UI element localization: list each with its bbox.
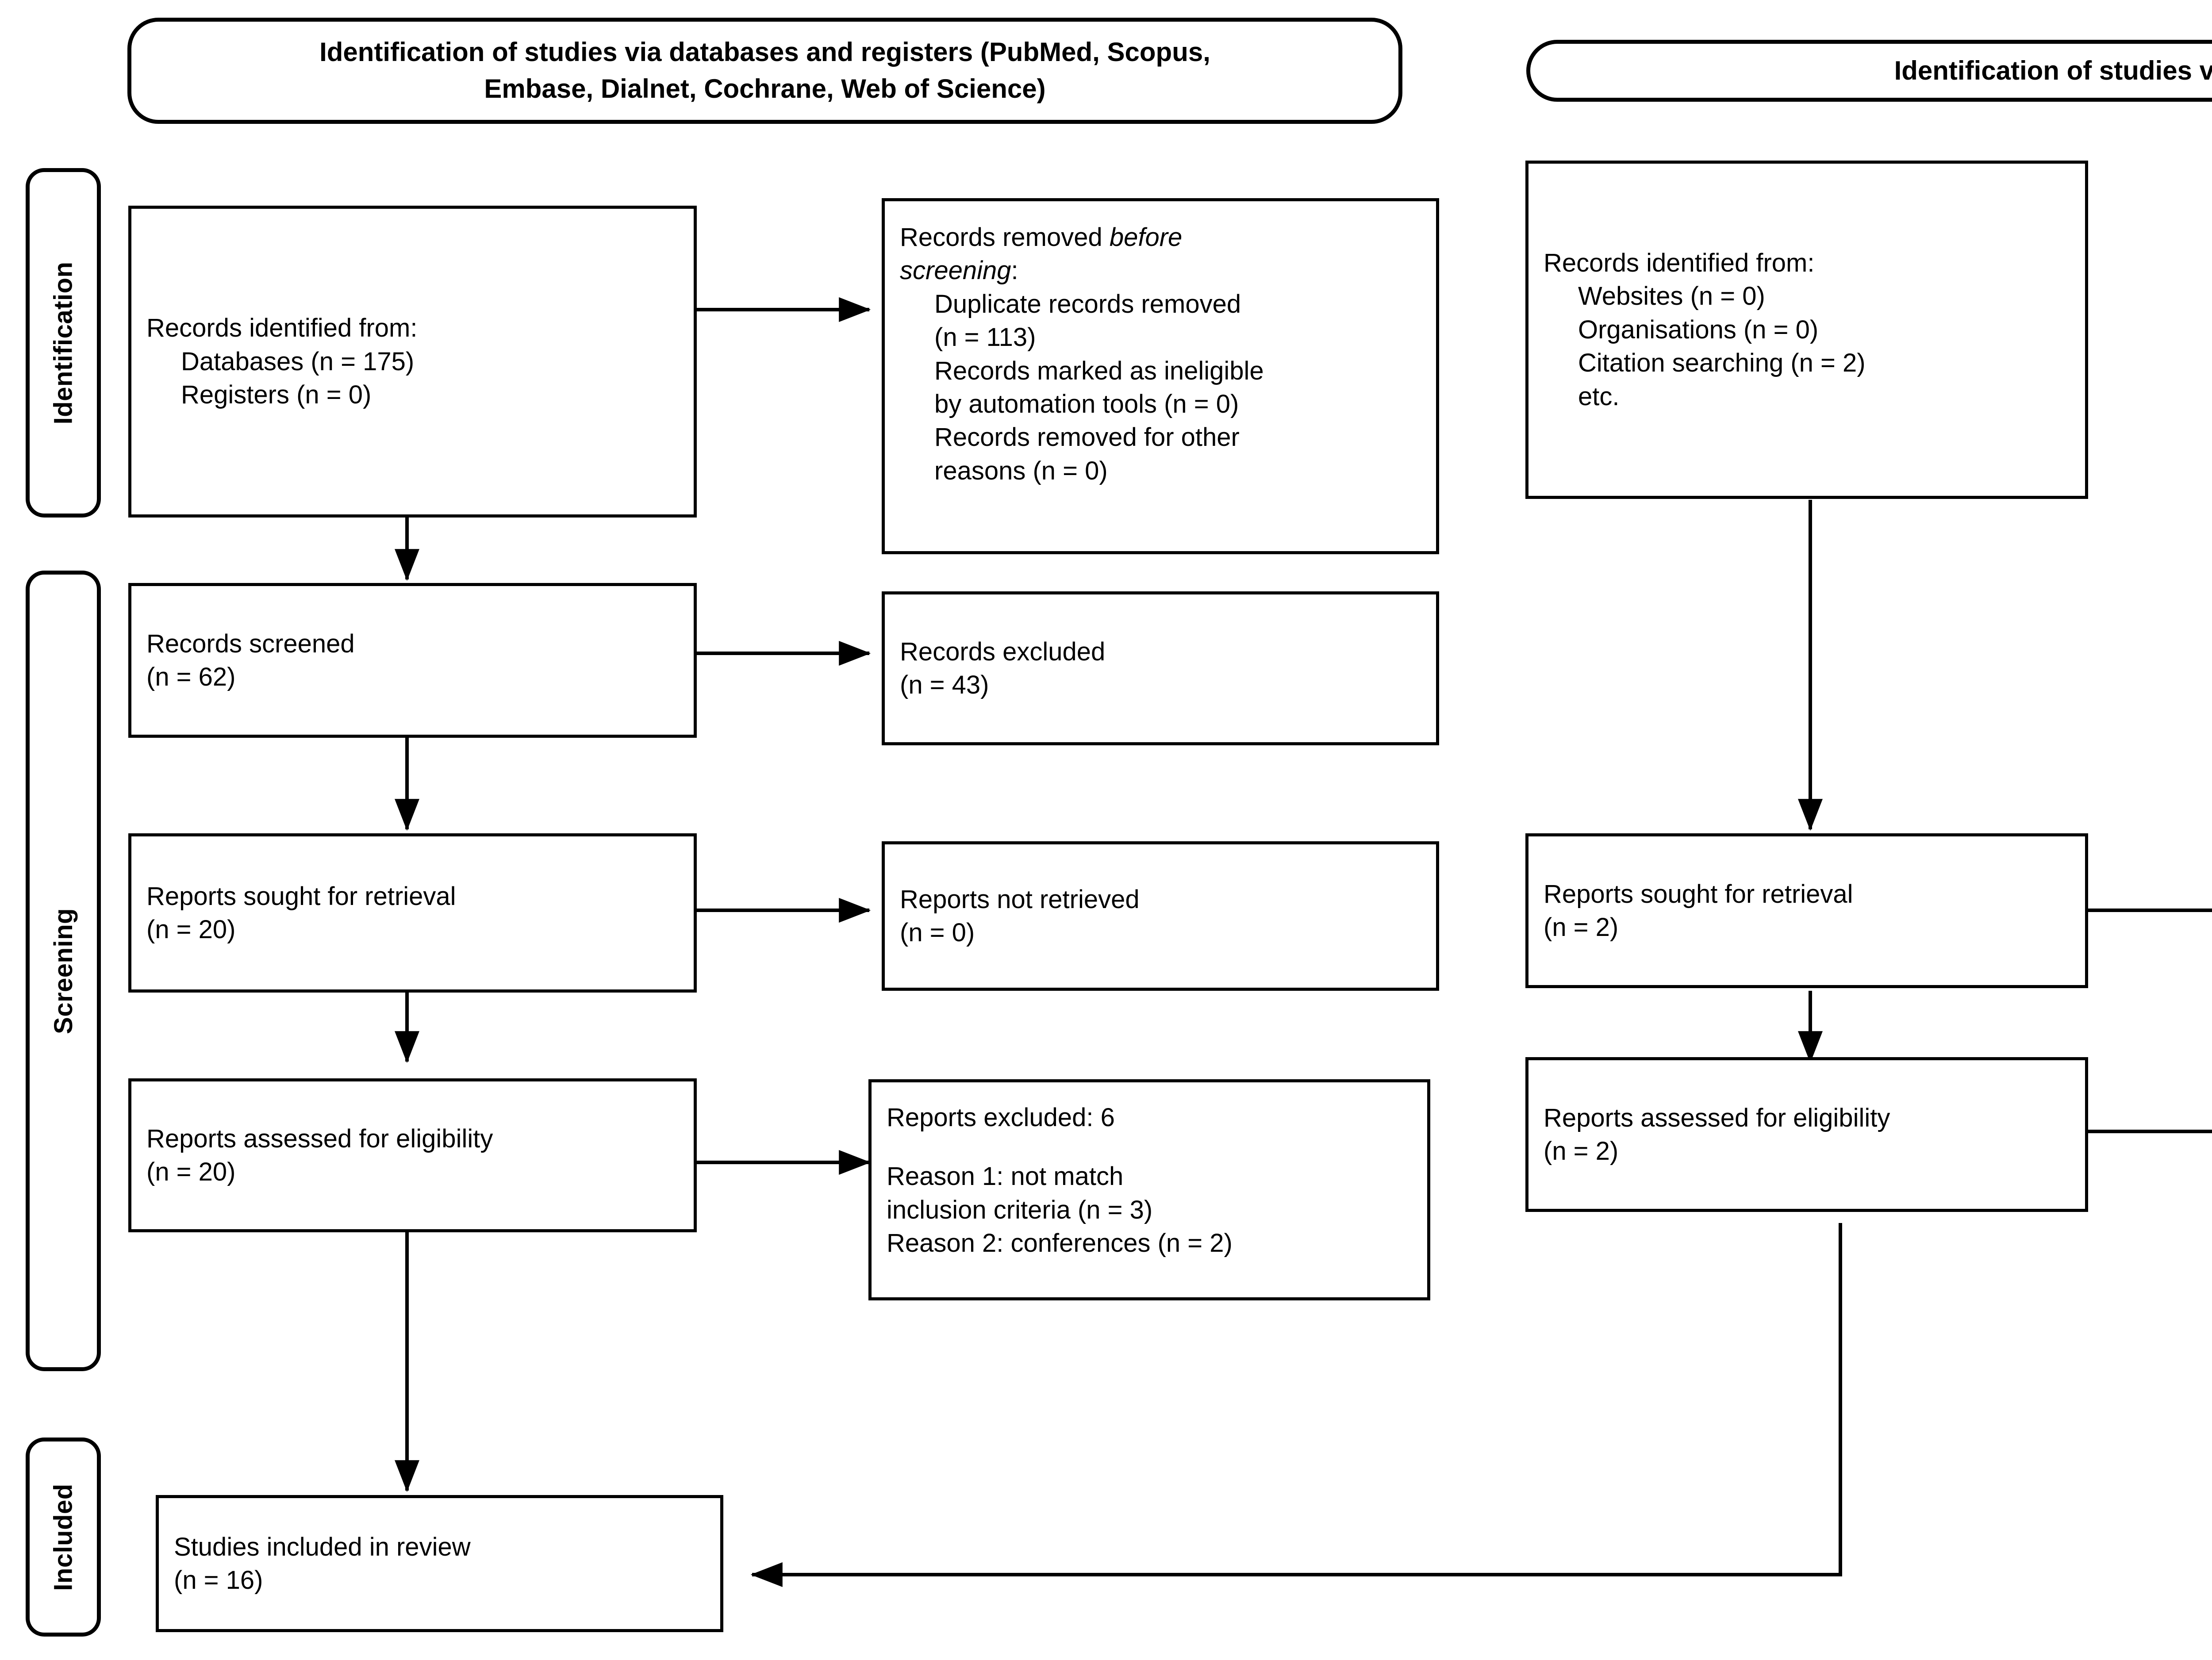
box-r-records-identified-other: Records identified from: Websites (n = 0… [1525, 161, 2088, 499]
r-records-identified-heading: Records identified from: [1544, 249, 1815, 278]
stage-band-screening: Screening [26, 571, 101, 1371]
r-reports-sought-label: Reports sought for retrieval [1544, 879, 1853, 909]
phase-header-other-methods-title: Identification of studies via other meth… [1877, 53, 2212, 89]
box-reports-sought-retrieval: Reports sought for retrieval (n = 20) [128, 833, 697, 993]
stage-band-screening-label: Screening [49, 908, 78, 1034]
phase-header-line2: Embase, Dialnet, Cochrane, Web of Scienc… [484, 74, 1046, 104]
phase-header-other-methods: Identification of studies via other meth… [1526, 40, 2212, 102]
box-r-reports-assessed-eligibility: Reports assessed for eligibility (n = 2) [1525, 1057, 2088, 1212]
stage-band-included: Included [26, 1438, 101, 1637]
records-removed-item-5: reasons (n = 0) [934, 456, 1108, 485]
r-reports-assessed-count: (n = 2) [1544, 1137, 1619, 1165]
reports-assessed-count: (n = 20) [146, 1158, 236, 1186]
reports-excluded-reason-2: Reason 2: conferences (n = 2) [887, 1229, 1233, 1258]
stage-band-identification-label: Identification [49, 261, 78, 424]
r-reports-assessed-label: Reports assessed for eligibility [1544, 1103, 1890, 1132]
records-removed-heading-italic: before [1109, 223, 1183, 252]
records-identified-heading: Records identified from: [146, 314, 418, 343]
records-removed-heading-tail: : [1011, 256, 1018, 285]
phase-header-line1: Identification of studies via other meth… [1894, 55, 2212, 85]
reports-excluded-label: Reports excluded: 6 [887, 1103, 1115, 1132]
records-removed-item-3: by automation tools (n = 0) [934, 389, 1239, 418]
reports-not-retrieved-count: (n = 0) [900, 918, 975, 947]
box-records-excluded: Records excluded (n = 43) [882, 591, 1439, 745]
records-removed-heading: Records removed before [900, 221, 1421, 254]
reports-excluded-reason-0: Reason 1: not match [887, 1162, 1124, 1191]
records-screened-label: Records screened [146, 629, 355, 658]
records-excluded-count: (n = 43) [900, 671, 989, 699]
reports-excluded-spacer [887, 1134, 1412, 1160]
reports-sought-label: Reports sought for retrieval [146, 882, 456, 911]
box-reports-not-retrieved: Reports not retrieved (n = 0) [882, 841, 1439, 991]
r-reports-sought-count: (n = 2) [1544, 913, 1619, 942]
phase-header-databases-registers-title: Identification of studies via databases … [302, 34, 1228, 107]
stage-band-included-label: Included [49, 1483, 78, 1591]
r-records-identified-item-etc: etc. [1578, 382, 1620, 411]
phase-header-line1: Identification of studies via databases … [319, 37, 1210, 67]
records-identified-item-registers: Registers (n = 0) [181, 380, 372, 410]
records-screened-count: (n = 62) [146, 663, 236, 691]
reports-assessed-label: Reports assessed for eligibility [146, 1124, 493, 1153]
records-removed-heading-line2: screening: [900, 254, 1421, 287]
records-removed-heading-italic2: screening [900, 256, 1011, 285]
studies-included-count: (n = 16) [174, 1566, 263, 1595]
box-records-identified-databases: Records identified from: Databases (n = … [128, 206, 697, 518]
phase-header-databases-registers: Identification of studies via databases … [127, 18, 1402, 124]
records-excluded-label: Records excluded [900, 637, 1106, 666]
records-removed-item-2: Records marked as ineligible [934, 356, 1264, 385]
box-reports-excluded-reasons: Reports excluded: 6 Reason 1: not match … [868, 1079, 1430, 1300]
records-removed-item-4: Records removed for other [934, 423, 1240, 452]
records-removed-item-1: (n = 113) [934, 323, 1036, 352]
box-reports-assessed-eligibility: Reports assessed for eligibility (n = 20… [128, 1078, 697, 1232]
reports-sought-count: (n = 20) [146, 915, 236, 944]
box-records-screened: Records screened (n = 62) [128, 583, 697, 738]
box-studies-included-review: Studies included in review (n = 16) [156, 1495, 723, 1632]
records-removed-item-0: Duplicate records removed [934, 289, 1241, 318]
studies-included-label: Studies included in review [174, 1532, 471, 1561]
r-records-identified-item-websites: Websites (n = 0) [1578, 282, 1765, 311]
reports-not-retrieved-label: Reports not retrieved [900, 885, 1140, 914]
reports-excluded-reason-1: inclusion criteria (n = 3) [887, 1195, 1153, 1224]
box-r-reports-sought-retrieval: Reports sought for retrieval (n = 2) [1525, 833, 2088, 988]
arrow-r-assessed-to-included [750, 1223, 1842, 1587]
records-identified-item-databases: Databases (n = 175) [181, 347, 415, 376]
r-records-identified-item-organisations: Organisations (n = 0) [1578, 315, 1819, 344]
stage-band-identification: Identification [26, 168, 101, 518]
box-records-removed-before-screening: Records removed before screening: Duplic… [882, 198, 1439, 554]
records-removed-heading-plain: Records removed [900, 223, 1110, 252]
r-records-identified-item-citation: Citation searching (n = 2) [1578, 349, 1866, 378]
